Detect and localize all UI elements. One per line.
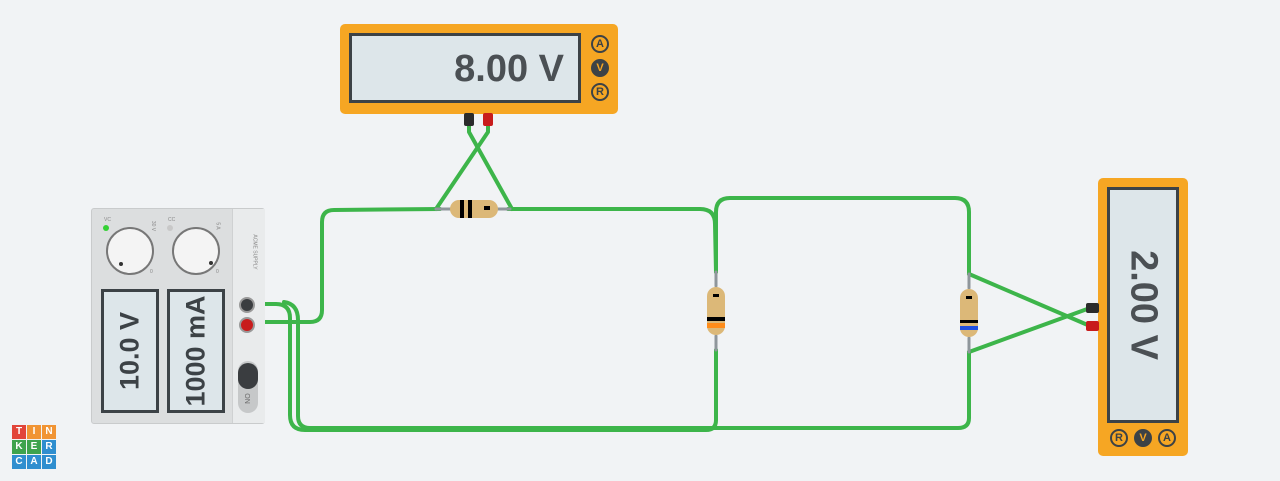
mode-voltmeter-button[interactable]: V: [591, 59, 609, 77]
resistor-middle-band-2: [707, 317, 725, 321]
voltage-display: 10.0 V: [101, 289, 159, 413]
voltage-display-value: 10.0 V: [114, 311, 145, 391]
current-knob[interactable]: [172, 227, 220, 275]
multimeter-right-black-probe[interactable]: [1086, 303, 1099, 313]
positive-terminal[interactable]: [239, 317, 255, 333]
cc-indicator-icon: [167, 225, 173, 231]
mode-ohmmeter-button[interactable]: R: [591, 83, 609, 101]
voltage-knob[interactable]: [106, 227, 154, 275]
wire-to-right-resistor: [714, 196, 971, 276]
logo-letter: E: [27, 440, 41, 454]
wire-top-meter-red: [434, 122, 490, 211]
resistor-middle[interactable]: [704, 283, 728, 339]
multimeter-right-reading: 2.00 V: [1122, 250, 1165, 360]
logo-letter: R: [42, 440, 56, 454]
power-switch[interactable]: ON: [238, 361, 258, 413]
cc-label: CC: [168, 217, 176, 223]
logo-letter: A: [27, 455, 41, 469]
resistor-top-band-1: [460, 200, 464, 218]
resistor-right-band-2: [960, 320, 978, 323]
mode-ammeter-button[interactable]: A: [591, 35, 609, 53]
multimeter-top-reading: 8.00 V: [454, 48, 564, 90]
multimeter-right[interactable]: 2.00 V R V A: [1098, 178, 1188, 456]
current-max-label: 5 A: [214, 222, 221, 230]
negative-terminal[interactable]: [239, 297, 255, 313]
power-switch-knob[interactable]: [238, 363, 258, 389]
mode-ammeter-button-right[interactable]: A: [1158, 429, 1176, 447]
voltage-zero-label: 0: [150, 269, 153, 275]
logo-letter: K: [12, 440, 26, 454]
tinkercad-logo[interactable]: T I N K E R C A D: [12, 425, 56, 469]
wire-right-meter-black: [967, 306, 1092, 354]
multimeter-top-screen: 8.00 V: [349, 33, 581, 103]
multimeter-top-red-probe[interactable]: [483, 113, 493, 126]
multimeter-right-red-probe[interactable]: [1086, 321, 1099, 331]
resistor-top-band-3: [484, 206, 490, 210]
brand-label: ACME SUPPLY: [251, 234, 258, 270]
multimeter-top-black-probe[interactable]: [464, 113, 474, 126]
multimeter-right-screen: 2.00 V: [1107, 187, 1179, 423]
resistor-top-band-2: [468, 200, 472, 218]
logo-letter: C: [12, 455, 26, 469]
multimeter-top[interactable]: 8.00 V A V R: [340, 24, 618, 114]
resistor-right-band-3: [960, 326, 978, 330]
logo-letter: N: [42, 425, 56, 439]
logo-letter: I: [27, 425, 41, 439]
wire-supply-positive: [243, 207, 442, 324]
wire-right-meter-red: [967, 272, 1092, 328]
resistor-right[interactable]: [957, 285, 981, 341]
wire-top-meter-black: [467, 122, 514, 211]
wire-top-right: [506, 207, 718, 274]
current-zero-label: 0: [216, 269, 219, 275]
resistor-middle-band-3: [707, 323, 725, 328]
current-display-value: 1000 mA: [180, 295, 211, 407]
mode-ohmmeter-button-right[interactable]: R: [1110, 429, 1128, 447]
power-switch-label: ON: [242, 393, 250, 404]
logo-letter: D: [42, 455, 56, 469]
voltage-max-label: 30 V: [150, 220, 157, 232]
wire-right-bottom: [282, 300, 971, 430]
vc-label: VC: [104, 217, 111, 223]
mode-voltmeter-button-right[interactable]: V: [1134, 429, 1152, 447]
resistor-right-band-1: [966, 296, 972, 299]
power-supply[interactable]: ACME SUPPLY VC CC 30 V 5 A 0 0 10.0 V 10…: [91, 208, 265, 424]
current-display: 1000 mA: [167, 289, 225, 413]
resistor-top[interactable]: [446, 197, 502, 221]
resistor-middle-band-1: [713, 294, 719, 297]
logo-letter: T: [12, 425, 26, 439]
vc-indicator-icon: [103, 225, 109, 231]
